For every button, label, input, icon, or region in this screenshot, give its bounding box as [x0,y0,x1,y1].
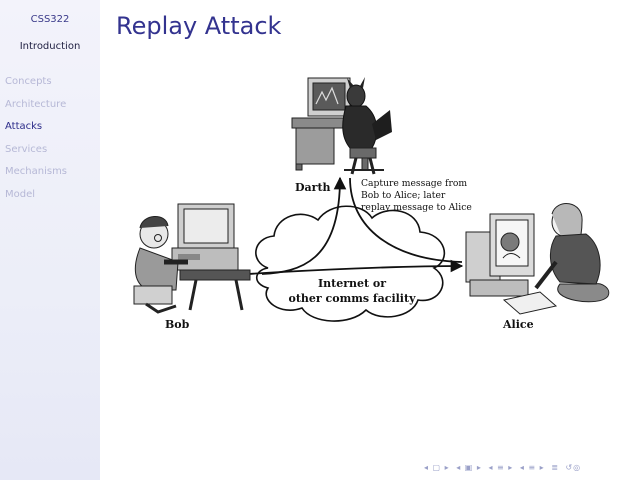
cloud-label-line: Internet or [317,277,387,290]
sidebar-item-architecture[interactable]: Architecture [5,98,67,110]
sidebar-section-title[interactable]: Introduction [19,41,81,52]
alice-label: Alice [503,318,534,331]
nav-search-icon[interactable]: ↺◎ [565,463,582,472]
sidebar-item-mechanisms[interactable]: Mechanisms [5,166,68,177]
nav-left-arrow-icon[interactable]: ◂ ▢ ▸ [424,463,450,472]
cloud-label-line: other comms facility [288,292,416,305]
darth-illustration [291,77,392,175]
caption-line: Capture message from [361,178,468,189]
nav-subsection-icon[interactable]: ◂ ≡ ▸ [488,463,514,472]
caption-line: Bob to Alice; later [361,190,446,202]
attack-caption: Capture message from Bob to Alice; later… [361,178,472,215]
sidebar-nav: Concepts Architecture Attacks Services M… [5,71,67,206]
darth-label: Darth [295,181,331,194]
sidebar-item-model[interactable]: Model [5,188,36,200]
slide-title: Replay Attack [116,12,282,40]
caption-line: replay message to Alice [361,202,472,214]
sidebar-item-services[interactable]: Services [5,143,48,155]
nav-frame-icon[interactable]: ◂ ▣ ▸ [456,463,482,472]
replay-arrow [349,177,463,263]
sidebar: CSS322 Introduction Concepts Architectur… [0,0,100,480]
sidebar-title[interactable]: CSS322 [30,14,70,25]
internet-cloud [255,205,445,322]
sidebar-item-concepts[interactable]: Concepts [5,76,52,87]
navigation-bar: ◂ ▢ ▸ ◂ ▣ ▸ ◂ ≡ ▸ ◂ ≡ ▸ ≣ ↺◎ [424,463,584,472]
capture-arrow [261,176,347,275]
nav-section-icon[interactable]: ◂ ≡ ▸ [519,463,545,472]
cloud-label: Internet or other comms facility [282,276,422,306]
nav-align-icon[interactable]: ≣ [551,463,559,472]
sidebar-item-attacks[interactable]: Attacks [5,121,43,132]
alice-illustration [465,203,610,315]
bob-illustration [133,203,251,314]
bob-label: Bob [165,318,190,331]
